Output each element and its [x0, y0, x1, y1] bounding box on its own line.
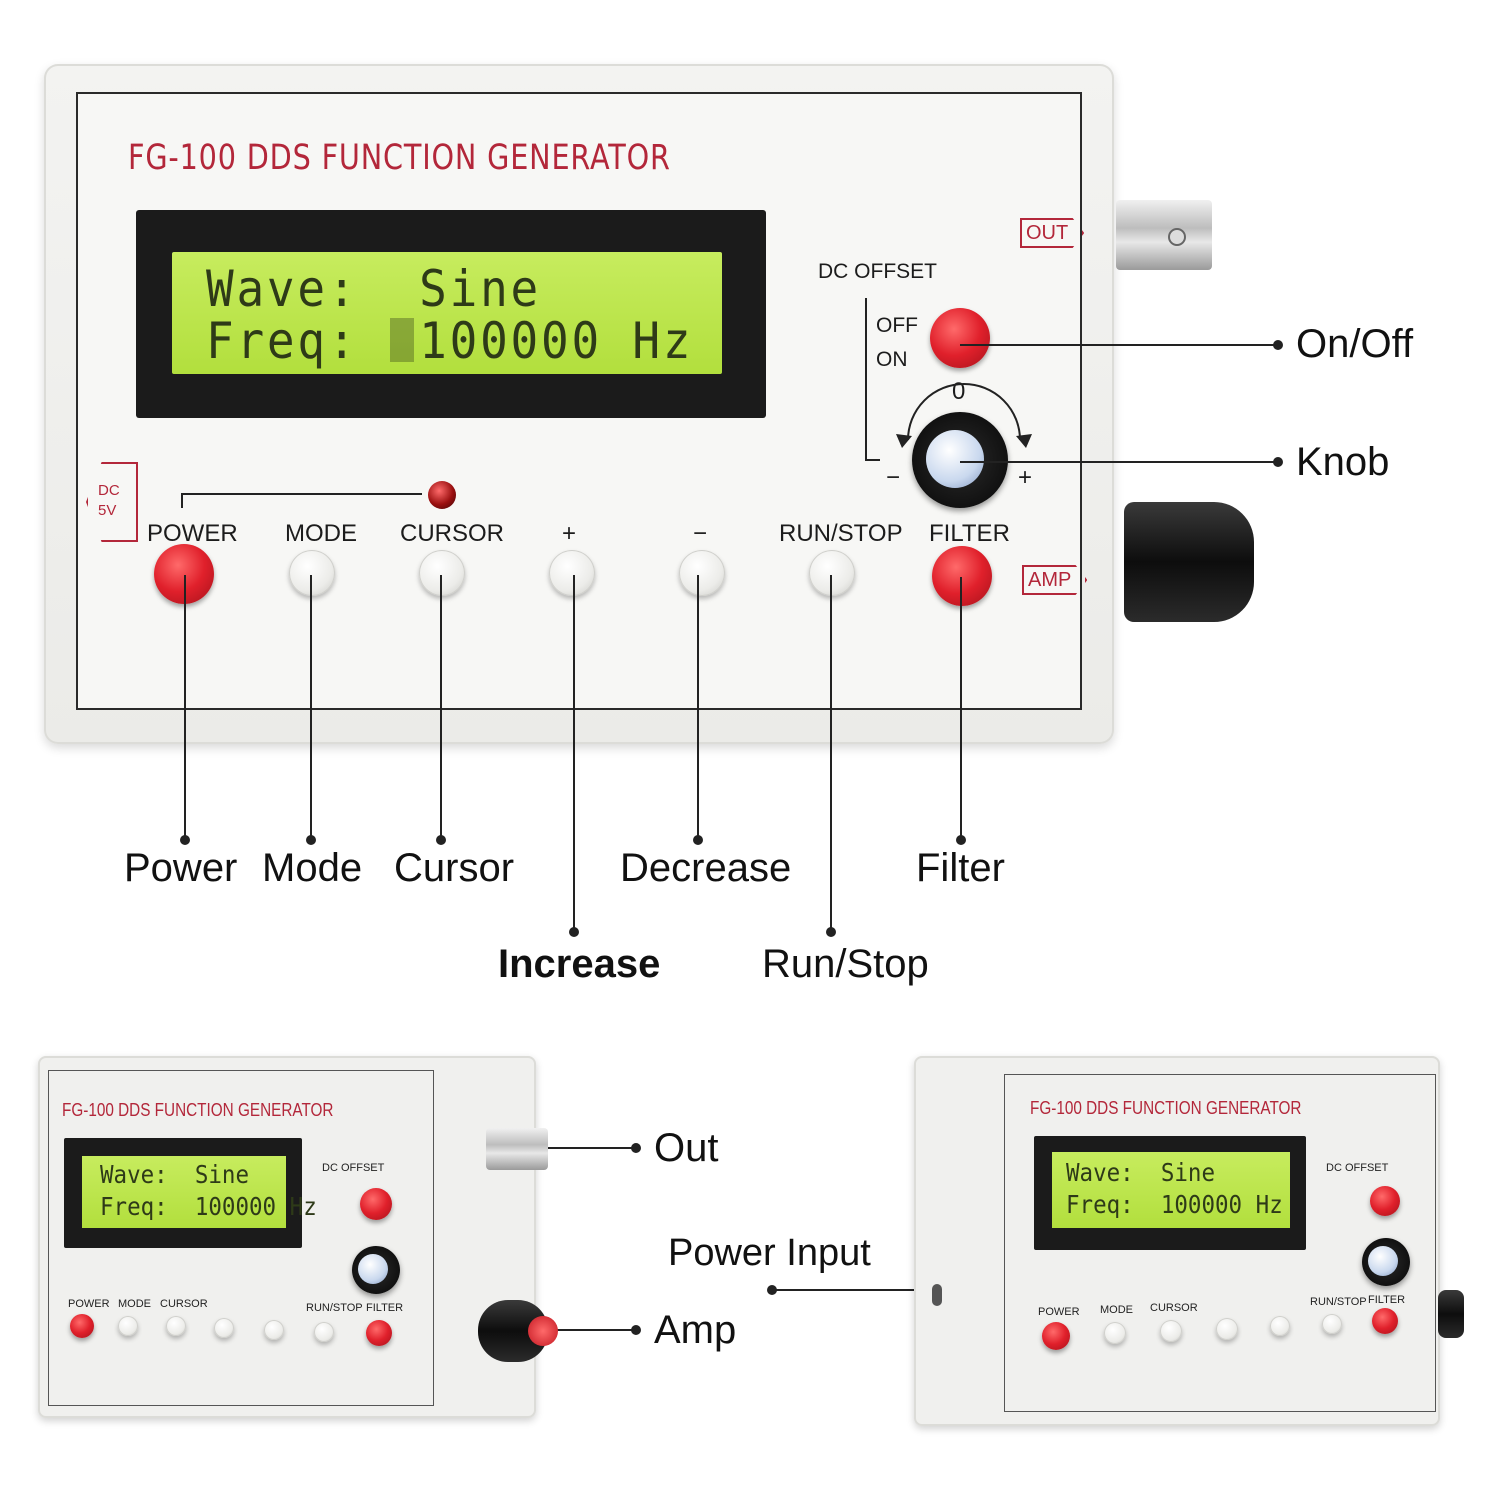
bnc-center-pin	[1168, 228, 1186, 246]
right-view-minus-button	[1270, 1316, 1290, 1336]
right-view-filter-label: FILTER	[1368, 1294, 1406, 1306]
power-input-jack	[932, 1284, 942, 1306]
callout-decrease: Decrease	[620, 846, 792, 890]
left-view-filter-label: FILTER	[366, 1302, 404, 1314]
minus-label: −	[693, 520, 708, 547]
left-view-title: FG-100 DDS FUNCTION GENERATOR	[62, 1100, 334, 1120]
mode-label: MODE	[285, 520, 357, 547]
callout-amp: Amp	[654, 1308, 737, 1352]
dc-tag-text-dc: DC	[98, 482, 120, 499]
callout-mode: Mode	[262, 846, 363, 890]
right-view-run-stop-label: RUN/STOP	[1310, 1296, 1367, 1308]
left-view-cursor-button	[166, 1316, 186, 1336]
knob-plus-label: +	[1018, 464, 1033, 491]
right-view-power-label: POWER	[1038, 1306, 1080, 1318]
callout-out: Out	[654, 1126, 719, 1170]
right-view-amp-knob	[1438, 1290, 1464, 1338]
right-view-title: FG-100 DDS FUNCTION GENERATOR	[1030, 1098, 1302, 1118]
right-view-panel	[1004, 1074, 1436, 1412]
filter-label: FILTER	[929, 520, 1010, 547]
dc-tag-text-5v: 5V	[98, 502, 117, 519]
on-label: ON	[876, 348, 908, 371]
left-view-bnc-connector	[486, 1128, 548, 1170]
increase-button[interactable]	[549, 550, 595, 596]
right-view-plus-button	[1216, 1318, 1238, 1340]
right-view-run-stop-button	[1322, 1314, 1342, 1334]
left-view-run-stop-button	[314, 1322, 334, 1342]
left-view-lcd-line-wave: Wave: Sine	[100, 1160, 250, 1189]
right-view-dc-offset-button	[1370, 1186, 1400, 1216]
device-title: FG-100 DDS FUNCTION GENERATOR	[128, 138, 671, 178]
out-tag: OUT	[1020, 218, 1085, 248]
callout-run-stop: Run/Stop	[762, 942, 929, 986]
cursor-label: CURSOR	[400, 520, 505, 547]
bnc-output-connector	[1116, 200, 1212, 270]
dc-5v-input-tag: DC 5V	[86, 462, 138, 542]
callout-cursor: Cursor	[394, 846, 515, 890]
plus-label: +	[562, 520, 577, 547]
left-view-mode-button	[118, 1316, 138, 1336]
right-view-dc-offset-label: DC OFFSET	[1326, 1162, 1389, 1174]
dc-offset-label: DC OFFSET	[818, 260, 937, 283]
amplitude-knob[interactable]	[1124, 502, 1254, 622]
left-view-filter-button	[366, 1320, 392, 1346]
callout-knob: Knob	[1296, 440, 1390, 484]
left-view-plus-button	[214, 1318, 234, 1338]
left-view-mode-label: MODE	[118, 1298, 151, 1310]
right-view-knob-cap	[1368, 1246, 1398, 1276]
left-view-cursor-label: CURSOR	[160, 1298, 208, 1310]
left-view-power-label: POWER	[68, 1298, 110, 1310]
lcd-cursor	[390, 318, 414, 362]
lcd-line-freq: Freq: 100000 Hz	[206, 312, 694, 370]
power-label: POWER	[147, 520, 238, 547]
decrease-button[interactable]	[679, 550, 725, 596]
left-view-amp-knob-cap	[528, 1316, 558, 1346]
lcd-screen	[172, 252, 722, 374]
off-label: OFF	[876, 314, 918, 337]
left-view-lcd-screen	[82, 1156, 286, 1228]
callout-on-off: On/Off	[1296, 322, 1414, 366]
callout-filter: Filter	[916, 846, 1005, 890]
right-view-cursor-label: CURSOR	[1150, 1302, 1198, 1314]
amp-tag: AMP	[1022, 565, 1088, 595]
left-view-minus-button	[264, 1320, 284, 1340]
left-view-power-button	[70, 1314, 94, 1338]
right-view-lcd-screen	[1052, 1152, 1290, 1228]
lcd-line-wave: Wave: Sine	[206, 260, 542, 318]
right-view-mode-label: MODE	[1100, 1304, 1133, 1316]
left-view-run-stop-label: RUN/STOP	[306, 1302, 363, 1314]
power-led	[428, 481, 456, 509]
left-view-dc-offset-label: DC OFFSET	[322, 1162, 385, 1174]
knob-cap	[926, 430, 984, 488]
callout-power-input: Power Input	[668, 1232, 871, 1274]
right-view-lcd-line-wave: Wave: Sine	[1066, 1158, 1216, 1187]
right-view-lcd-line-freq: Freq: 100000 Hz	[1066, 1190, 1283, 1219]
run-stop-label: RUN/STOP	[779, 520, 903, 547]
left-view-knob-cap	[358, 1254, 388, 1284]
left-view-lcd-line-freq: Freq: 100000 Hz	[100, 1192, 317, 1221]
left-view-dc-offset-button	[360, 1188, 392, 1220]
callout-increase: Increase	[498, 942, 661, 986]
callout-power: Power	[124, 846, 238, 890]
left-view-panel	[48, 1070, 434, 1406]
dc-offset-switch-button[interactable]	[930, 308, 990, 368]
right-view-mode-button	[1104, 1322, 1126, 1344]
right-view-power-button	[1042, 1322, 1070, 1350]
knob-minus-label: −	[886, 464, 901, 491]
right-view-filter-button	[1372, 1308, 1398, 1334]
right-view-cursor-button	[1160, 1320, 1182, 1342]
